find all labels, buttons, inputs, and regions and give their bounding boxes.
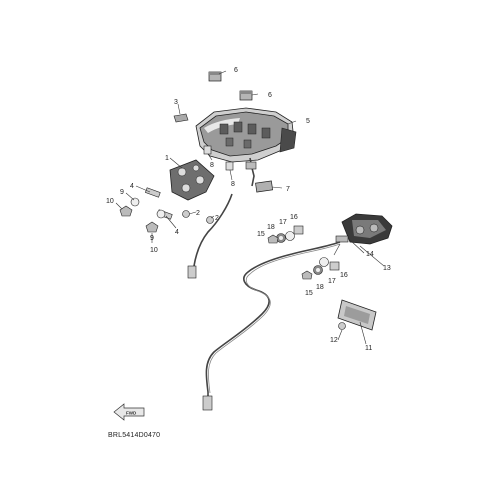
grommet-part-16a[interactable] <box>293 225 304 235</box>
nut-part-15b[interactable] <box>301 270 313 280</box>
callout-18b: 18 <box>316 284 324 291</box>
fwd-label: FWD <box>126 411 137 416</box>
bolt-part-4a[interactable] <box>145 187 161 198</box>
callout-7: 7 <box>286 186 290 193</box>
washer-part-18b[interactable] <box>313 265 323 275</box>
fwd-arrow-icon: FWD <box>113 403 145 421</box>
license-lamp-part-11[interactable] <box>337 299 377 331</box>
collar-part-17b[interactable] <box>319 257 329 267</box>
turn-signal-part-13[interactable] <box>335 213 393 245</box>
screw-part-12[interactable] <box>338 322 346 330</box>
nut-part-15a[interactable] <box>267 234 279 244</box>
diagram-code: BRL5414D0470 <box>108 432 161 439</box>
callouts: 1 2 2 3 4 4 5 6 6 7 8 8 9 9 10 10 11 12 … <box>106 67 391 352</box>
washer-part-9a[interactable] <box>130 197 140 207</box>
callout-10a: 10 <box>106 198 114 205</box>
callout-11: 11 <box>365 345 372 352</box>
callout-2b: 2 <box>215 215 219 222</box>
callout-8b: 8 <box>231 181 235 188</box>
callout-4a: 4 <box>130 183 134 190</box>
callout-6b: 6 <box>268 92 272 99</box>
callout-2a: 2 <box>196 210 200 217</box>
callout-5: 5 <box>306 118 310 125</box>
clip-part-3[interactable] <box>173 113 189 123</box>
callout-3: 3 <box>174 99 178 106</box>
washer-part-9b[interactable] <box>156 209 166 219</box>
callout-18a: 18 <box>267 224 275 231</box>
callout-8a: 8 <box>210 162 214 169</box>
callout-17a: 17 <box>279 219 287 226</box>
grommet-part-6b[interactable] <box>239 90 253 101</box>
collar-part-8b[interactable] <box>225 161 234 171</box>
nut-part-10a[interactable] <box>119 205 133 217</box>
callout-12: 12 <box>330 337 338 344</box>
callout-17b: 17 <box>328 278 336 285</box>
callout-9b: 9 <box>150 235 154 242</box>
callout-14: 14 <box>366 251 374 258</box>
nut-part-10b[interactable] <box>145 221 159 233</box>
callout-4b: 4 <box>175 229 179 236</box>
screw-part-2b[interactable] <box>206 216 214 224</box>
callout-10b: 10 <box>150 247 158 254</box>
grommet-part-16b[interactable] <box>329 261 340 271</box>
collar-part-8a[interactable] <box>203 145 212 155</box>
cushion-part-7[interactable] <box>255 180 274 193</box>
callout-13: 13 <box>383 265 391 272</box>
callout-16b: 16 <box>340 272 348 279</box>
callout-1: 1 <box>165 155 169 162</box>
grommet-part-6a[interactable] <box>208 71 222 82</box>
washer-part-18a[interactable] <box>276 233 286 243</box>
collar-part-17a[interactable] <box>285 231 295 241</box>
callout-15a: 15 <box>257 231 265 238</box>
callout-15b: 15 <box>305 290 313 297</box>
callout-6a: 6 <box>234 67 238 74</box>
callout-16a: 16 <box>290 214 298 221</box>
leader-lines <box>115 70 385 345</box>
bracket-part-1[interactable] <box>169 159 215 201</box>
screw-part-2a[interactable] <box>182 210 190 218</box>
callout-9a: 9 <box>120 189 124 196</box>
